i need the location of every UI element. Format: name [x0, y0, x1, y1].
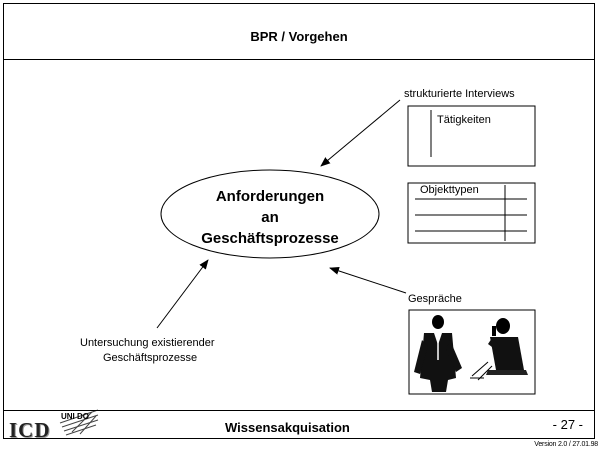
uni-do-logo-graphic — [59, 409, 99, 436]
business-people-clipart — [414, 315, 528, 392]
page-number: - 27 - — [552, 417, 583, 432]
untersuchung-line-2: Geschäftsprozesse — [103, 352, 198, 364]
slide-footer: Wissensakquisation - 27 - — [3, 410, 595, 439]
slide-header: BPR / Vorgehen — [3, 3, 595, 60]
gespraeche-caption: Gespräche — [408, 293, 462, 305]
requirements-line-1: Anforderungen — [215, 188, 325, 205]
taetigkeiten-label: Tätigkeiten — [437, 114, 491, 126]
footer-title: Wissensakquisation — [225, 420, 350, 435]
objekttypen-label: Objekttypen — [420, 184, 479, 196]
arrow-from-untersuchung — [156, 259, 209, 329]
requirements-line-3: Geschäftsprozesse — [201, 230, 339, 247]
uni-do-logo-text: UNI DO — [61, 412, 89, 421]
objekttypen-box — [407, 182, 536, 244]
taetigkeiten-box — [407, 105, 536, 167]
requirements-line-2: an — [261, 209, 279, 226]
arrow-from-interviews — [320, 99, 401, 167]
interviews-caption: strukturierte Interviews — [404, 88, 515, 100]
requirements-ellipse — [160, 169, 380, 259]
icd-logo: ICD — [9, 418, 51, 442]
slide-frame — [3, 3, 595, 439]
requirements-text: Anforderungen an Geschäftsprozesse — [180, 186, 360, 249]
arrow-from-gespraeche — [329, 267, 407, 294]
version-note: Version 2.0 / 27.01.98 — [534, 441, 598, 448]
untersuchung-line-1: Untersuchung existierender — [80, 337, 215, 349]
slide-title: BPR / Vorgehen — [250, 29, 348, 44]
